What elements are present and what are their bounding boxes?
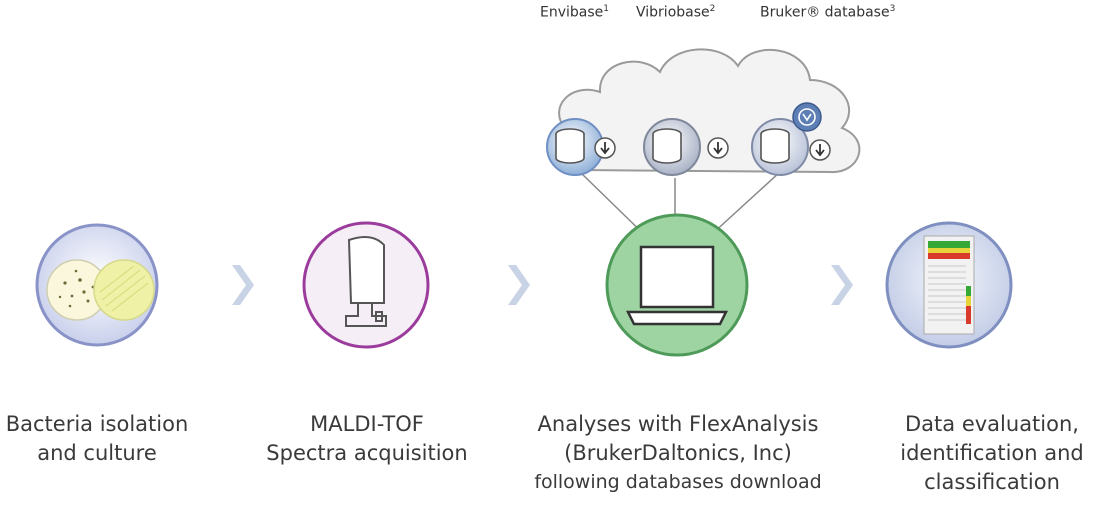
step-circle-maldi [302,221,430,349]
chevron-right-icon [831,265,853,305]
database-cylinder-icon [555,128,585,164]
db-label-vibriobase: Vibriobase2 [636,4,716,21]
database-envibase [546,118,616,176]
chevron-right-icon [508,265,530,305]
maldi-instrument-icon [345,235,387,327]
step-circle-evaluation [885,221,1013,349]
step-circle-bacteria [35,223,159,347]
step-circle-analysis [605,213,749,357]
database-cylinder-icon [760,128,790,164]
sync-icon [792,102,822,132]
chevron-right-icon [232,265,254,305]
db-label-envibase: Envibase1 [540,4,610,21]
laptop-icon [625,245,729,326]
database-vibriobase [643,118,729,176]
db-label-bruker: Bruker® database3 [760,4,896,21]
step-label-analysis: Analyses with FlexAnalysis(BrukerDaltoni… [534,412,822,493]
database-bruker [751,102,831,176]
petri-dish-icon [93,259,155,321]
database-cylinder-icon [652,128,682,164]
report-screenshot-icon [923,235,975,335]
